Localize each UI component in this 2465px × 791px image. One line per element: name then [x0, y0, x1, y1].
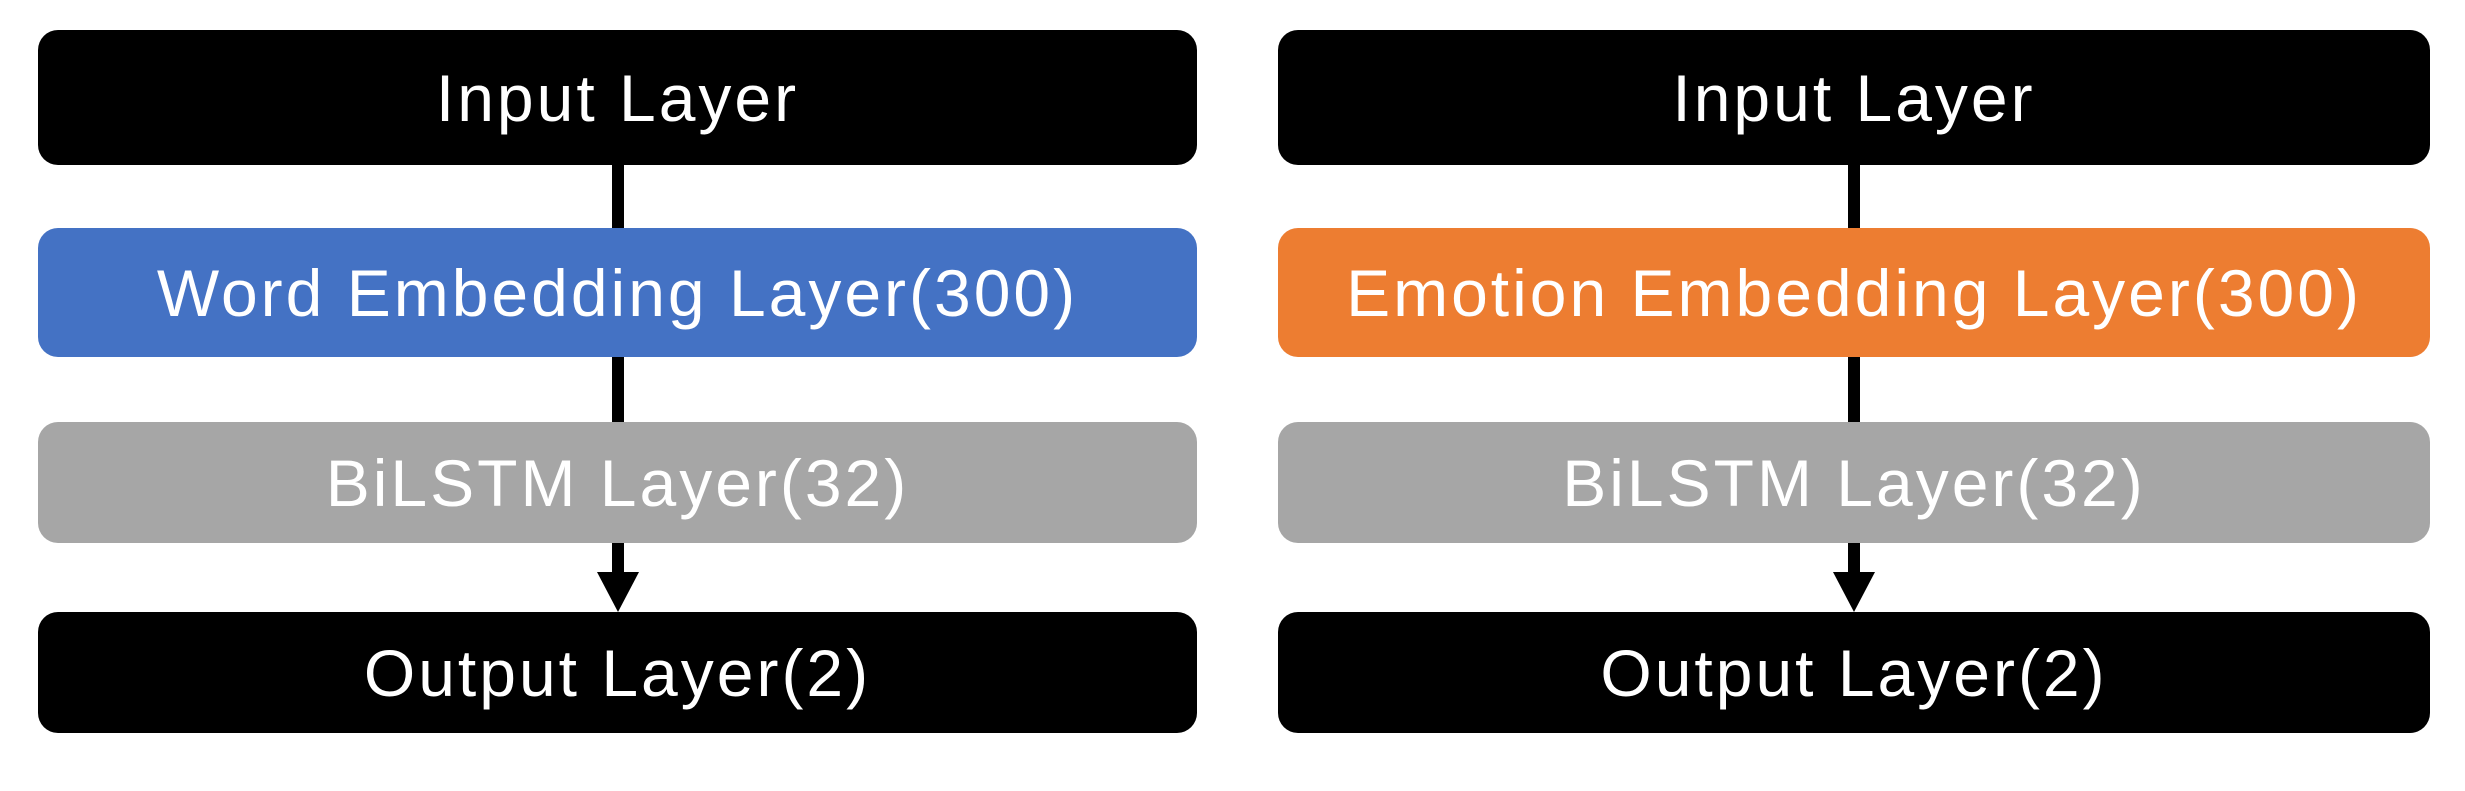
connector-shaft: [611, 165, 624, 228]
node-bilstm-layer: BiLSTM Layer(32): [38, 422, 1197, 543]
node-output-layer: Output Layer(2): [1278, 612, 2430, 733]
connector-line: [38, 357, 1197, 422]
node-input-layer: Input Layer: [1278, 30, 2430, 165]
connector-arrow: [38, 543, 1197, 612]
connector-shaft: [611, 357, 624, 422]
arrow-down-icon: [1833, 572, 1875, 612]
arrow-down-icon: [596, 572, 639, 612]
connector-shaft: [1848, 357, 1860, 422]
connector-shaft: [611, 543, 624, 572]
node-label: Input Layer: [1672, 60, 2036, 135]
node-label: Word Embedding Layer(300): [156, 255, 1079, 330]
node-label: BiLSTM Layer(32): [325, 445, 910, 520]
node-label: Input Layer: [435, 60, 800, 135]
connector-line: [38, 165, 1197, 228]
word-embedding-branch: Input Layer Word Embedding Layer(300) Bi…: [38, 30, 1197, 733]
emotion-embedding-branch: Input Layer Emotion Embedding Layer(300)…: [1278, 30, 2430, 733]
connector-arrow: [1278, 543, 2430, 612]
node-label: Output Layer(2): [363, 635, 872, 710]
node-word-embedding-layer: Word Embedding Layer(300): [38, 228, 1197, 357]
node-label: Output Layer(2): [1600, 635, 2108, 710]
node-emotion-embedding-layer: Emotion Embedding Layer(300): [1278, 228, 2430, 357]
node-bilstm-layer: BiLSTM Layer(32): [1278, 422, 2430, 543]
connector-line: [1278, 165, 2430, 228]
node-label: BiLSTM Layer(32): [1562, 445, 2146, 520]
connector-line: [1278, 357, 2430, 422]
connector-shaft: [1848, 543, 1860, 572]
connector-shaft: [1848, 165, 1860, 228]
node-input-layer: Input Layer: [38, 30, 1197, 165]
node-output-layer: Output Layer(2): [38, 612, 1197, 733]
node-label: Emotion Embedding Layer(300): [1346, 255, 2362, 330]
